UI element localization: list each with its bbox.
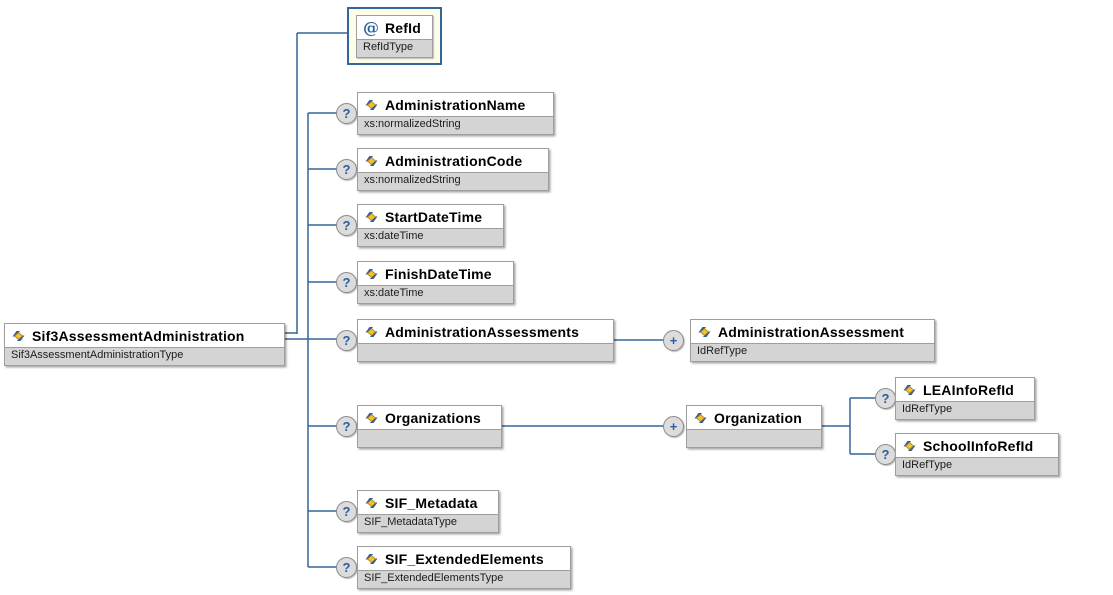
element-icon	[11, 330, 26, 342]
element-icon	[902, 440, 917, 452]
element-icon	[364, 326, 379, 338]
node-name-row: StartDateTime	[358, 205, 503, 228]
node-leainforefid[interactable]: LEAInfoRefId IdRefType	[895, 377, 1035, 420]
node-label: AdministrationName	[385, 96, 526, 113]
node-name-row: Organizations	[358, 406, 501, 429]
optional-indicator[interactable]: ?	[336, 330, 357, 351]
node-type: IdRefType	[896, 401, 1034, 419]
node-type: RefIdType	[357, 39, 432, 57]
optional-indicator[interactable]: ?	[336, 557, 357, 578]
node-label: SchoolInfoRefId	[923, 437, 1034, 454]
node-name-row: @ RefId	[357, 16, 432, 39]
node-label: Sif3AssessmentAdministration	[32, 327, 245, 344]
node-sif-metadata[interactable]: SIF_Metadata SIF_MetadataType	[357, 490, 499, 533]
node-administrationcode[interactable]: AdministrationCode xs:normalizedString	[357, 148, 549, 191]
node-type: SIF_ExtendedElementsType	[358, 570, 570, 588]
node-startdatetime[interactable]: StartDateTime xs:dateTime	[357, 204, 504, 247]
node-label: StartDateTime	[385, 208, 483, 225]
element-icon	[364, 412, 379, 424]
node-label: SIF_Metadata	[385, 494, 478, 511]
node-sif-extendedelements[interactable]: SIF_ExtendedElements SIF_ExtendedElement…	[357, 546, 571, 589]
node-label: SIF_ExtendedElements	[385, 550, 544, 567]
node-name-row: Organization	[687, 406, 821, 429]
optional-indicator[interactable]: ?	[336, 215, 357, 236]
node-type: SIF_MetadataType	[358, 514, 498, 532]
attribute-at-icon: @	[363, 17, 379, 37]
optional-indicator[interactable]: ?	[336, 272, 357, 293]
element-icon	[364, 211, 379, 223]
element-icon	[364, 155, 379, 167]
element-icon	[693, 412, 708, 424]
node-sif3assessmentadministration[interactable]: Sif3AssessmentAdministration Sif3Assessm…	[4, 323, 285, 366]
node-finishdatetime[interactable]: FinishDateTime xs:dateTime	[357, 261, 514, 304]
node-type	[358, 343, 613, 361]
node-type	[358, 429, 501, 447]
node-organizations[interactable]: Organizations	[357, 405, 502, 448]
node-type: xs:dateTime	[358, 285, 513, 303]
node-type: Sif3AssessmentAdministrationType	[5, 347, 284, 365]
node-type: xs:normalizedString	[358, 172, 548, 190]
optional-indicator[interactable]: ?	[336, 501, 357, 522]
node-organization[interactable]: Organization	[686, 405, 822, 448]
node-type: xs:normalizedString	[358, 116, 553, 134]
optional-indicator[interactable]: ?	[875, 444, 896, 465]
node-type: xs:dateTime	[358, 228, 503, 246]
node-name-row: AdministrationAssessment	[691, 320, 934, 343]
node-name-row: LEAInfoRefId	[896, 378, 1034, 401]
optional-indicator[interactable]: ?	[875, 388, 896, 409]
element-icon	[364, 268, 379, 280]
node-label: AdministrationAssessments	[385, 323, 580, 340]
node-label: AdministrationCode	[385, 152, 523, 169]
node-refid[interactable]: @ RefId RefIdType	[356, 15, 433, 58]
node-name-row: AdministrationCode	[358, 149, 548, 172]
node-label: LEAInfoRefId	[923, 381, 1015, 398]
node-label: AdministrationAssessment	[718, 323, 905, 340]
node-administrationassessment[interactable]: AdministrationAssessment IdRefType	[690, 319, 935, 362]
node-name-row: SchoolInfoRefId	[896, 434, 1058, 457]
node-type: IdRefType	[691, 343, 934, 361]
node-name-row: SIF_ExtendedElements	[358, 547, 570, 570]
node-label: Organization	[714, 409, 802, 426]
node-name-row: FinishDateTime	[358, 262, 513, 285]
node-type: IdRefType	[896, 457, 1058, 475]
node-label: Organizations	[385, 409, 481, 426]
attribute-frame: @ RefId RefIdType	[347, 7, 442, 65]
repeat-indicator[interactable]: +	[663, 416, 684, 437]
node-administrationassessments[interactable]: AdministrationAssessments	[357, 319, 614, 362]
element-icon	[697, 326, 712, 338]
optional-indicator[interactable]: ?	[336, 416, 357, 437]
node-name-row: AdministrationName	[358, 93, 553, 116]
repeat-indicator[interactable]: +	[663, 330, 684, 351]
node-administrationname[interactable]: AdministrationName xs:normalizedString	[357, 92, 554, 135]
node-type	[687, 429, 821, 447]
optional-indicator[interactable]: ?	[336, 159, 357, 180]
element-icon	[902, 384, 917, 396]
node-schoolinforefid[interactable]: SchoolInfoRefId IdRefType	[895, 433, 1059, 476]
element-icon	[364, 99, 379, 111]
node-label: RefId	[385, 19, 421, 36]
node-label: FinishDateTime	[385, 265, 492, 282]
optional-indicator[interactable]: ?	[336, 103, 357, 124]
node-name-row: Sif3AssessmentAdministration	[5, 324, 284, 347]
element-icon	[364, 497, 379, 509]
node-name-row: AdministrationAssessments	[358, 320, 613, 343]
node-name-row: SIF_Metadata	[358, 491, 498, 514]
element-icon	[364, 553, 379, 565]
